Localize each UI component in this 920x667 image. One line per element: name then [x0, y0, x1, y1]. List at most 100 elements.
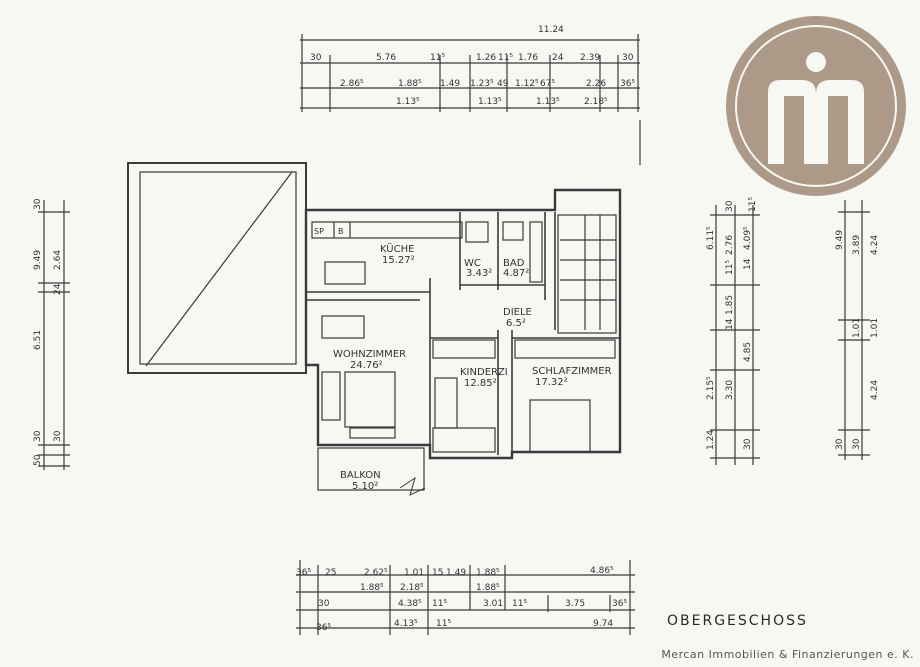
room-balkon-area: 5.10² [352, 481, 378, 492]
dimension-label: 36⁵ [316, 623, 331, 633]
room-schlafzimmer-name: SCHLAFZIMMER [532, 366, 612, 377]
dimension-label: 2.39 [580, 53, 600, 63]
dimension-label: SP [314, 227, 324, 236]
room-diele-name: DIELE [503, 307, 532, 318]
dimension-label: 30 [318, 599, 330, 609]
dimension-label: 25 [325, 568, 336, 578]
dimension-label: 36⁵ [620, 79, 635, 89]
roof-diagonal [145, 171, 293, 367]
dimension-label: 14 [743, 258, 753, 270]
bad-tub [529, 221, 543, 283]
dimension-label: 3.89 [852, 235, 862, 255]
dimension-label: 1.13⁵ [396, 97, 420, 107]
dimension-label: 9.49 [33, 250, 43, 270]
dimension-label: 1.24 [706, 430, 716, 450]
dimension-label: 9.74 [593, 619, 613, 629]
room-schlafzimmer-area: 17.32² [535, 377, 568, 388]
sofa [321, 315, 365, 339]
room-kinderzi-area: 12.85² [464, 378, 497, 389]
dimension-label: 30 [725, 200, 735, 212]
dimension-label: 3.30 [725, 380, 735, 400]
dimension-label: 6.51 [33, 330, 43, 350]
roof-inner [139, 171, 297, 365]
room-wohnzimmer-name: WOHNZIMMER [333, 349, 406, 360]
dimension-label: 1.88⁵ [398, 79, 422, 89]
dimension-label: 30 [622, 53, 634, 63]
dimension-label: 1.76 [518, 53, 538, 63]
dimension-label: 30 [310, 53, 322, 63]
dimension-label: 14 [725, 318, 735, 330]
room-kueche-area: 15.27² [382, 255, 415, 266]
dimension-label: 1.88⁵ [360, 583, 384, 593]
balkon-outline [317, 447, 425, 491]
dimension-label: 11⁵ [432, 599, 447, 609]
room-wohnzimmer-area: 24.76² [350, 360, 383, 371]
wc-toilet [465, 221, 489, 243]
dimension-label: 1.88⁵ [476, 568, 500, 578]
dimension-label: 30 [33, 430, 43, 442]
dimension-label: 30 [743, 438, 753, 450]
dimension-label: 15 [432, 568, 443, 578]
company-name: Mercan Immobilien & Finanzierungen e. K. [661, 648, 914, 661]
dimension-label: B [338, 227, 344, 236]
dimension-label: 1.88⁵ [476, 583, 500, 593]
dimension-label: 2.76 [725, 235, 735, 255]
dimension-label: 3.75 [565, 599, 585, 609]
dimension-label: 4.38⁵ [398, 599, 422, 609]
dimension-label: 30 [53, 430, 63, 442]
dimension-label: 2.62⁵ [364, 568, 388, 578]
dimension-label: 5.76 [376, 53, 396, 63]
room-balkon-name: BALKON [340, 470, 381, 481]
dimension-label: 11⁵ [748, 197, 758, 212]
roof-outline [127, 162, 307, 374]
room-bad-area: 4.87² [503, 268, 529, 279]
dimension-label: 1.01 [404, 568, 424, 578]
company-logo-icon [726, 16, 906, 196]
dimension-label: 2.18⁵ [400, 583, 424, 593]
dimension-label: 30 [835, 438, 845, 450]
dimension-label: 9.49 [835, 230, 845, 250]
staircase [557, 214, 617, 334]
dimension-label: 1.85 [725, 295, 735, 315]
dimension-label: 11⁵ [498, 53, 513, 63]
dimension-label: 4.09⁵ [743, 226, 753, 250]
dimension-label: 24 [53, 283, 63, 295]
dimension-label: 2.26 [586, 79, 606, 89]
bed [529, 399, 591, 453]
dimension-label: 30 [852, 438, 862, 450]
dimension-label: 1.01 [852, 318, 862, 338]
dimension-label: 4.13⁵ [394, 619, 418, 629]
room-kinderzi-name: KINDERZI [460, 367, 508, 378]
dimension-label: 4.85 [743, 342, 753, 362]
dimension-label: 67⁵ [540, 79, 555, 89]
dimension-label: 1.26 [476, 53, 496, 63]
dimension-label: 1.12⁵ [515, 79, 539, 89]
room-wc-name: WC [464, 258, 481, 269]
dimension-label: 2.18⁵ [584, 97, 608, 107]
dimension-label: 1.01 [870, 318, 880, 338]
dimension-label: 50 [33, 454, 43, 466]
dimension-label: 1.13⁵ [536, 97, 560, 107]
dimension-label: 6.11⁵ [706, 226, 716, 250]
dimension-label: 11⁵ [436, 619, 451, 629]
dimension-label: 2.64 [53, 250, 63, 270]
dimension-label: 4.24 [870, 380, 880, 400]
room-diele-area: 6.5² [506, 318, 526, 329]
dimension-label: 11⁵ [430, 53, 445, 63]
dimension-label: 36⁵ [612, 599, 627, 609]
dimension-label: 49 [497, 79, 509, 89]
dimension-label: 4.24 [870, 235, 880, 255]
bad-sink [502, 221, 524, 241]
dimension-label: 36⁵ [296, 568, 311, 578]
dining-table [324, 261, 366, 285]
dim-top-total: 11.24 [538, 25, 564, 35]
dimension-label: 4.86⁵ [590, 566, 614, 576]
room-bad-name: BAD [503, 258, 525, 269]
exterior-walls [304, 188, 622, 460]
dimension-label: 24 [552, 53, 564, 63]
dimension-label: 3.01 [483, 599, 503, 609]
kitchen-counter [311, 221, 463, 239]
dimension-label: 1.49 [440, 79, 460, 89]
dimension-label: 1.13⁵ [478, 97, 502, 107]
room-wc-area: 3.43² [466, 268, 492, 279]
